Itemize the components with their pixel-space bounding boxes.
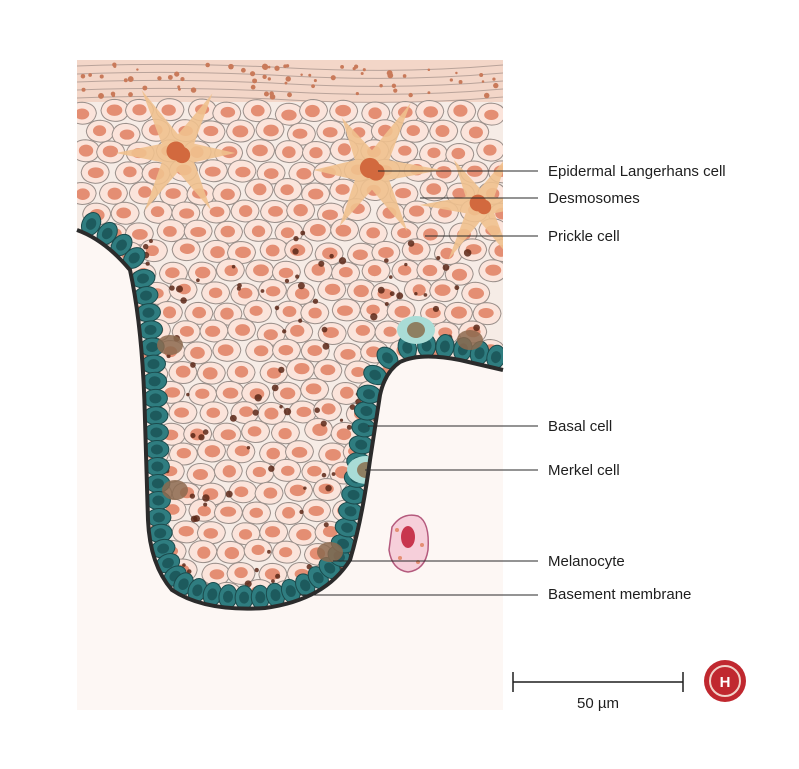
brand-logo-letter: H <box>720 674 731 691</box>
merkel-cells <box>157 316 483 562</box>
scale-bar <box>512 672 684 692</box>
label-melanocyte: Melanocyte <box>548 553 625 570</box>
label-desmosomes: Desmosomes <box>548 190 640 207</box>
basement-membrane <box>76 228 504 611</box>
label-prickle-cell: Prickle cell <box>548 228 620 245</box>
langerhans-cells <box>115 90 503 260</box>
corneum-layers <box>77 62 503 103</box>
leader-lines <box>300 170 538 596</box>
label-basement-membrane: Basement membrane <box>548 586 691 603</box>
label-merkel-cell: Merkel cell <box>548 462 620 479</box>
brand-logo: H <box>704 660 746 702</box>
label-basal-cell: Basal cell <box>548 418 612 435</box>
scale-bar-label: 50 µm <box>577 695 619 712</box>
label-langerhans: Epidermal Langerhans cell <box>548 163 726 180</box>
basal-cell-layer <box>80 212 503 609</box>
dermal-cell <box>388 514 430 573</box>
epidermis <box>77 60 503 609</box>
